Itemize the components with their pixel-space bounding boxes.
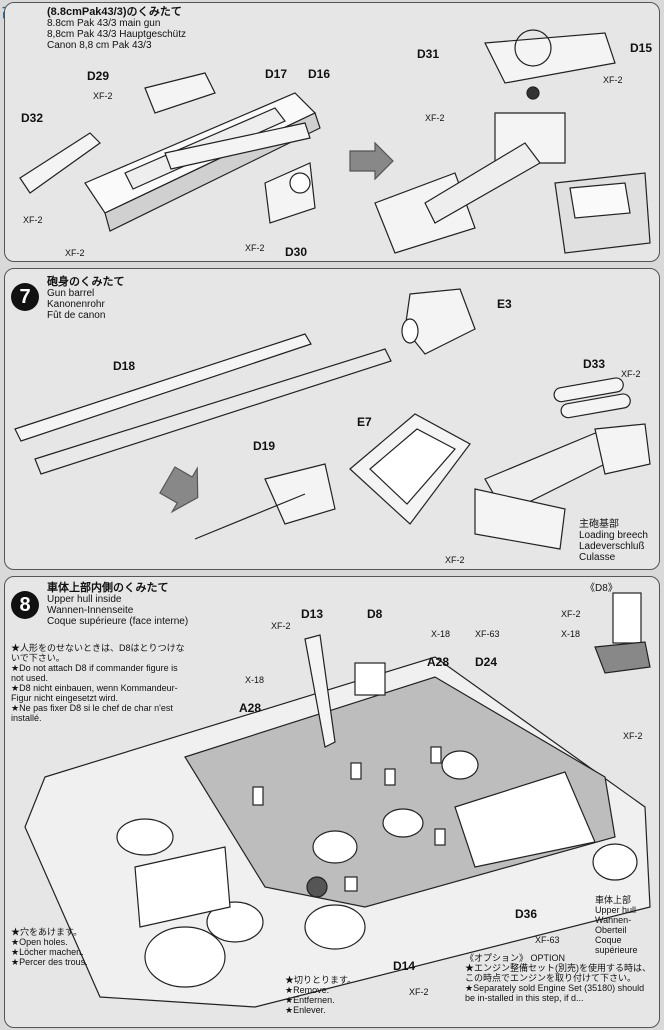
paint-code: XF-2	[425, 113, 445, 123]
paint-code: XF-2	[23, 215, 43, 225]
step-8-drawing	[24, 592, 651, 1008]
step-7-title-fr: Fût de canon	[47, 310, 106, 321]
part-label-d36: D36	[515, 907, 538, 921]
paint-code: XF-63	[535, 935, 560, 945]
part-label-d32: D32	[21, 111, 44, 125]
paint-code: XF-2	[623, 731, 643, 741]
step-7-title-jp: 砲身のくみたて	[47, 276, 125, 288]
step-7-title-de: Kanonenrohr	[47, 299, 105, 310]
paint-code: XF-2	[245, 243, 265, 253]
paint-code: XF-2	[409, 987, 429, 997]
paint-code: XF-2	[445, 555, 465, 565]
paint-code: X-18	[561, 629, 581, 639]
note-fr: ★Ne pas fixer D8 si le chef de char n'es…	[11, 703, 173, 723]
hull-jp: 車体上部	[595, 895, 632, 905]
engine-jp: ★エンジン整備セット(別売)を使用する時は、この時点でエンジンを取り付けて下さい…	[465, 963, 651, 983]
part-label-e7: E7	[357, 415, 372, 429]
cut-en: ★Remove.	[285, 985, 330, 995]
part-label-a28: A28	[239, 701, 262, 715]
step-8-title-fr: Coque supérieure (face interne)	[47, 616, 189, 627]
part-label-d30: D30	[285, 245, 308, 259]
part-label-a28: A28	[427, 655, 450, 669]
option-en: OPTION	[530, 953, 566, 963]
step-7-number: 7	[11, 283, 39, 311]
part-label-d8: D8	[367, 607, 383, 621]
engine-en: ★Separately sold Engine Set (35180) shou…	[465, 983, 645, 1003]
part-label-d17: D17	[265, 67, 288, 81]
holes-en: ★Open holes.	[11, 937, 68, 947]
part-label-d13: D13	[301, 607, 324, 621]
holes-de: ★Löcher machen.	[11, 947, 84, 957]
part-label-d16: D16	[308, 67, 331, 81]
step-8-title: 車体上部内側のくみたて Upper hull inside Wannen-Inn…	[47, 582, 189, 628]
step-6-drawing	[19, 29, 651, 254]
paint-code: XF-2	[561, 609, 581, 619]
step-8-title-de: Wannen-Innenseite	[47, 605, 134, 616]
holes-fr: ★Percer des trous.	[11, 957, 88, 967]
step-6-panel: (8.8cmPak43/3)のくみたて 8.8cm Pak 43/3 main …	[4, 2, 660, 262]
note-en: ★Do not attach D8 if commander figure is…	[11, 663, 178, 683]
part-label-d18: D18	[113, 359, 136, 373]
loading-breech-label: 主砲基部 Loading breech Ladeverschluß Culass…	[579, 519, 648, 563]
step-6-title-de: 8,8cm Pak 43/3 Hauptgeschütz	[47, 29, 186, 40]
part-label-d15: D15	[630, 41, 653, 55]
step-8-panel: 8 車体上部内側のくみたて Upper hull inside Wannen-I…	[4, 576, 660, 1028]
step-6-title-fr: Canon 8,8 cm Pak 43/3	[47, 40, 152, 51]
breech-de: Ladeverschluß	[579, 541, 645, 552]
part-label-d14: D14	[393, 959, 416, 973]
paint-code: XF-2	[603, 75, 623, 85]
part-label-d33: D33	[583, 357, 606, 371]
note-de: ★D8 nicht einbauen, wenn Kommandeur-Figu…	[11, 683, 178, 703]
hull-de: Wannen-Oberteil	[595, 915, 632, 935]
cut-note: ★切りとります。 ★Remove. ★Entfernen. ★Enlever.	[285, 975, 356, 1015]
breech-jp: 主砲基部	[579, 519, 619, 530]
paint-code: X-18	[245, 675, 265, 685]
part-label-d19: D19	[253, 439, 276, 453]
hull-en: Upper hull	[595, 905, 637, 915]
cut-fr: ★Enlever.	[285, 1005, 326, 1015]
part-label-d31: D31	[417, 47, 440, 61]
holes-jp: ★穴をあけます。	[11, 927, 83, 937]
paint-code: XF-2	[93, 91, 113, 101]
note-jp: ★人形をのせないときは、D8はとりつけないで下さい。	[11, 643, 185, 663]
part-label-d24: D24	[475, 655, 498, 669]
paint-code: XF-63	[475, 629, 500, 639]
step-8-number: 8	[11, 591, 39, 619]
breech-fr: Culasse	[579, 552, 616, 563]
paint-code: XF-2	[621, 369, 641, 379]
step-6-title-en: 8.8cm Pak 43/3 main gun	[47, 18, 161, 29]
holes-note: ★穴をあけます。 ★Open holes. ★Löcher machen. ★P…	[11, 927, 88, 967]
cut-de: ★Entfernen.	[285, 995, 335, 1005]
step-7-panel: 7 砲身のくみたて Gun barrel Kanonenrohr Fût de …	[4, 268, 660, 570]
paint-code: X-18	[431, 629, 451, 639]
breech-en: Loading breech	[579, 530, 648, 541]
cut-jp: ★切りとります。	[285, 975, 357, 985]
step-8-title-en: Upper hull inside	[47, 594, 122, 605]
option-note: 《オプション》 OPTION ★エンジン整備セット(別売)を使用する時は、この時…	[465, 953, 655, 1003]
step-6-title: (8.8cmPak43/3)のくみたて 8.8cm Pak 43/3 main …	[47, 6, 186, 52]
step-8-title-jp: 車体上部内側のくみたて	[47, 582, 169, 594]
upper-hull-label: 車体上部 Upper hull Wannen-Oberteil Coque su…	[595, 895, 659, 955]
step-7-drawing	[14, 288, 651, 550]
step-7-title-en: Gun barrel	[47, 288, 95, 299]
option-jp: 《オプション》	[465, 953, 529, 963]
step-7-title: 砲身のくみたて Gun barrel Kanonenrohr Fût de ca…	[47, 276, 125, 322]
part-label-e3: E3	[497, 297, 512, 311]
step-6-title-jp: (8.8cmPak43/3)のくみたて	[47, 6, 182, 18]
paint-code: XF-2	[65, 248, 85, 258]
hull-fr: Coque supérieure	[595, 935, 638, 955]
commander-note: ★人形をのせないときは、D8はとりつけないで下さい。 ★Do not attac…	[11, 643, 191, 723]
paint-code: XF-2	[271, 621, 291, 631]
d8-inset-title: 《D8》	[585, 583, 618, 594]
part-label-d29: D29	[87, 69, 110, 83]
